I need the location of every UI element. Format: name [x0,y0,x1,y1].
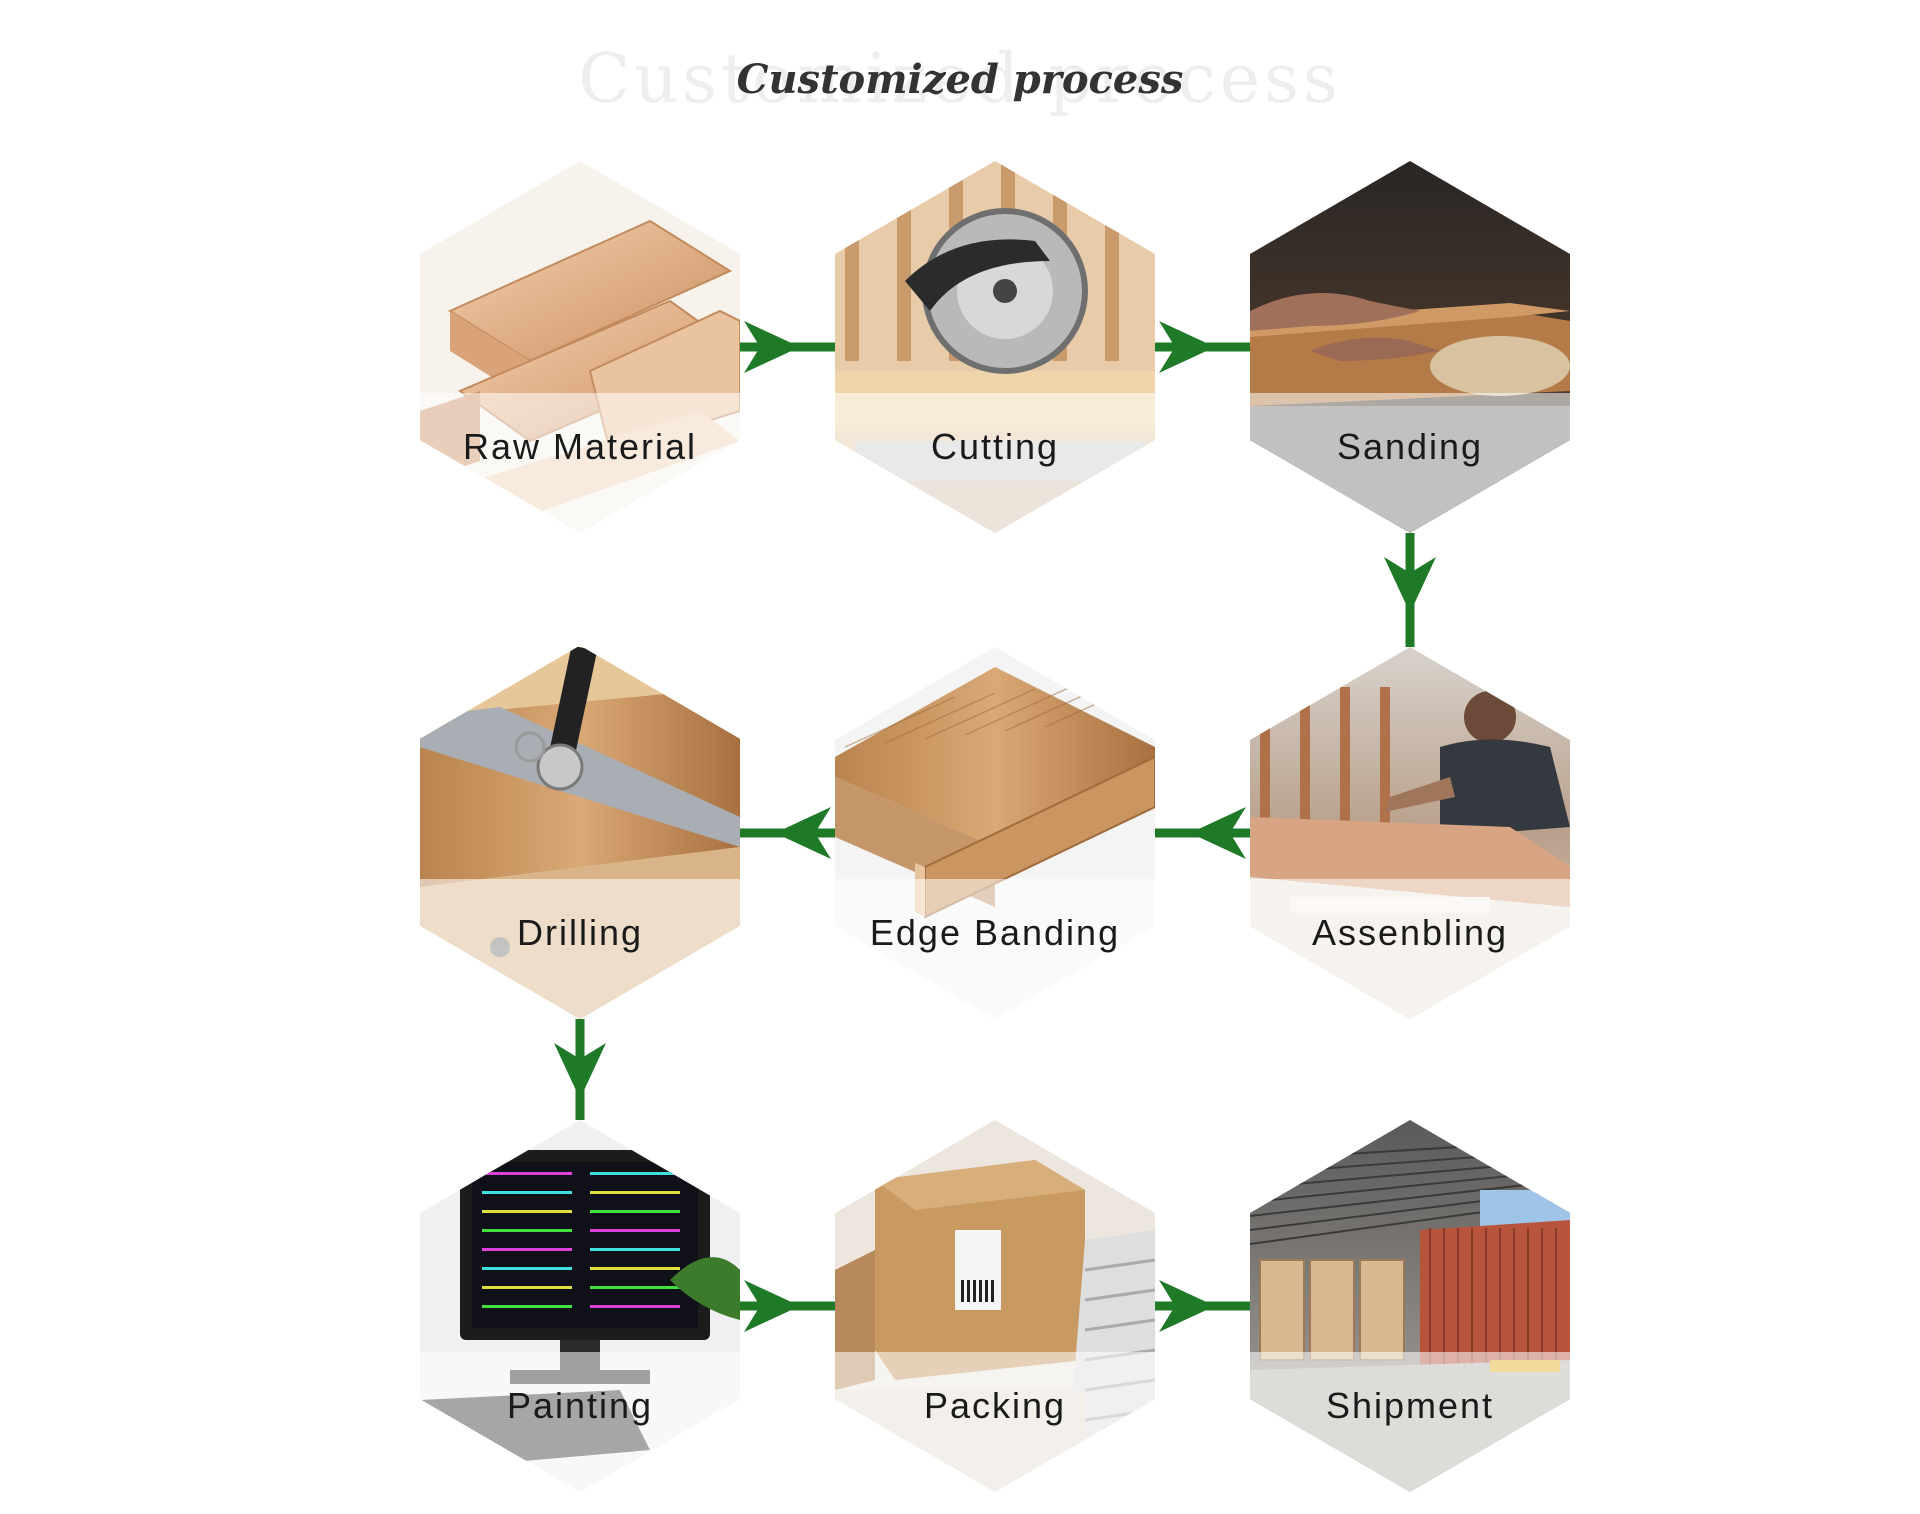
step-label: Painting [507,1385,653,1426]
container-image [1250,1120,1570,1492]
flow-arrow [740,807,835,859]
step-label: Sanding [1337,426,1483,467]
sanding-image [1250,161,1570,533]
step-label: Packing [924,1385,1066,1426]
process-step-assenbling: Assenbling [1250,647,1570,1019]
process-step-painting: Painting [420,1120,740,1492]
step-label: Cutting [931,426,1059,467]
step-label: Drilling [517,912,643,953]
flow-arrow [1155,321,1250,373]
flow-arrow [1155,1280,1250,1332]
step-label: Edge Banding [870,912,1120,953]
monitor-image [420,1120,740,1492]
step-label: Raw Material [463,426,697,467]
step-label: Shipment [1326,1385,1494,1426]
flow-arrow [740,1280,835,1332]
process-step-sanding: Sanding [1250,161,1570,533]
process-step-shipment: Shipment [1250,1120,1570,1492]
process-step-cutting: Cutting [835,161,1155,533]
lumber-image [420,161,740,533]
process-step-edge-banding: Edge Banding [835,647,1155,1019]
flow-arrow [1155,807,1250,859]
flow-arrow [554,1019,606,1120]
process-step-packing: Packing [835,1120,1155,1492]
drill-image [420,645,740,1019]
process-step-raw-material: Raw Material [420,161,740,533]
saw-image [835,161,1155,533]
process-step-drilling: Drilling [420,645,740,1019]
edge-band-image [835,647,1155,1019]
flow-arrow [1384,533,1436,647]
box-image [835,1120,1155,1492]
flow-arrow [740,321,835,373]
assembly-image [1250,647,1570,1019]
step-label: Assenbling [1312,912,1508,953]
